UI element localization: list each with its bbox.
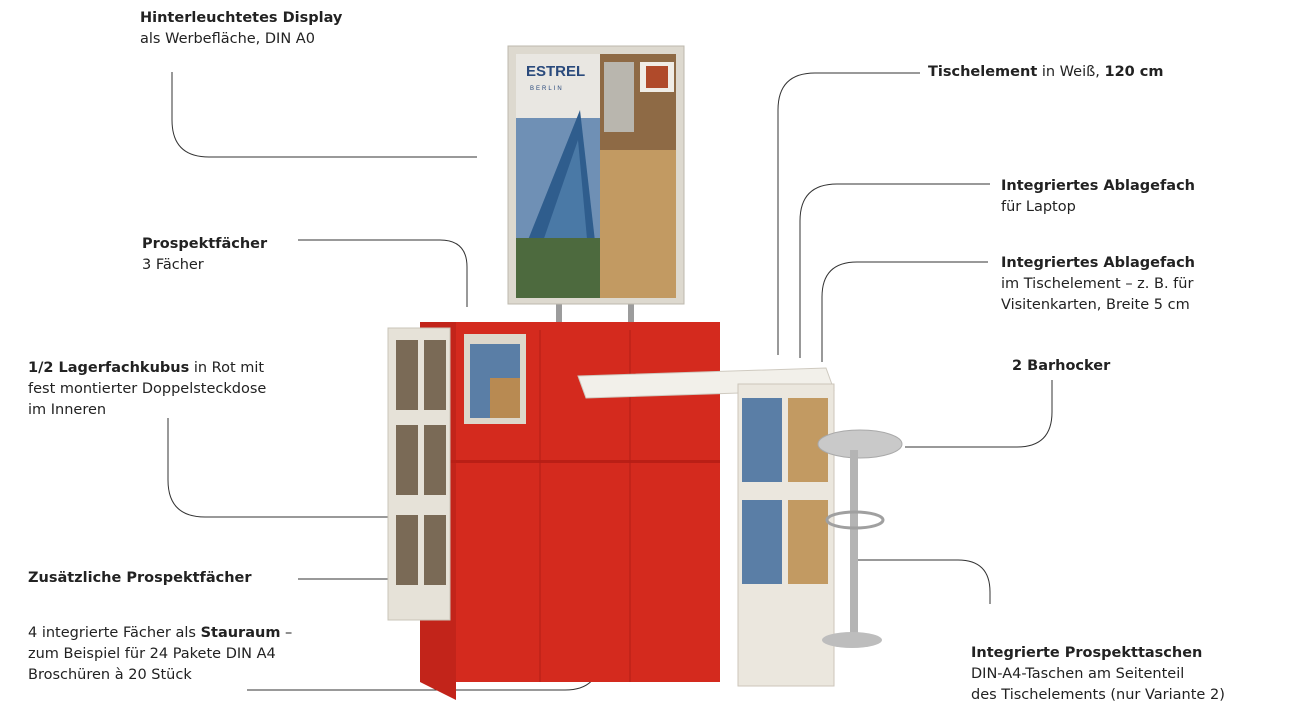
label-zusatz: Zusätzliche Prospektfächer [28, 570, 252, 586]
connector-barhocker [905, 380, 1053, 448]
label-display: Hinterleuchtetes Display als Werbefläche… [140, 10, 343, 47]
connector-taschen [858, 559, 991, 604]
connector-ablage2 [821, 261, 988, 362]
label-taschen: Integrierte Prospekttaschen DIN-A4-Tasch… [971, 645, 1225, 703]
label-ablage1: Integriertes Ablagefach für Laptop [1001, 178, 1195, 215]
label-lager: 1/2 Lagerfachkubus in Rot mit fest monti… [28, 360, 267, 418]
bar-stool [817, 429, 903, 648]
label-barhocker: 2 Barhocker [1012, 358, 1111, 374]
display-city: BERLIN [530, 86, 564, 92]
backlit-display: ESTREL BERLIN [507, 45, 685, 324]
table-element [577, 367, 835, 687]
connector-prospekt [298, 239, 468, 307]
label-tisch: Tischelement in Weiß, 120 cm [928, 64, 1164, 80]
connector-lager [167, 418, 408, 518]
label-stauraum: 4 integrierte Fächer als Stauraum – zum … [28, 625, 293, 683]
display-brand: ESTREL [526, 63, 585, 80]
brochure-racks [387, 327, 526, 621]
connector-display [171, 72, 477, 158]
connector-ablage1 [799, 183, 990, 358]
label-prospekt: Prospektfächer 3 Fächer [142, 236, 268, 273]
label-ablage2: Integriertes Ablagefach im Tischelement … [1001, 255, 1195, 313]
connector-tisch [777, 72, 920, 355]
